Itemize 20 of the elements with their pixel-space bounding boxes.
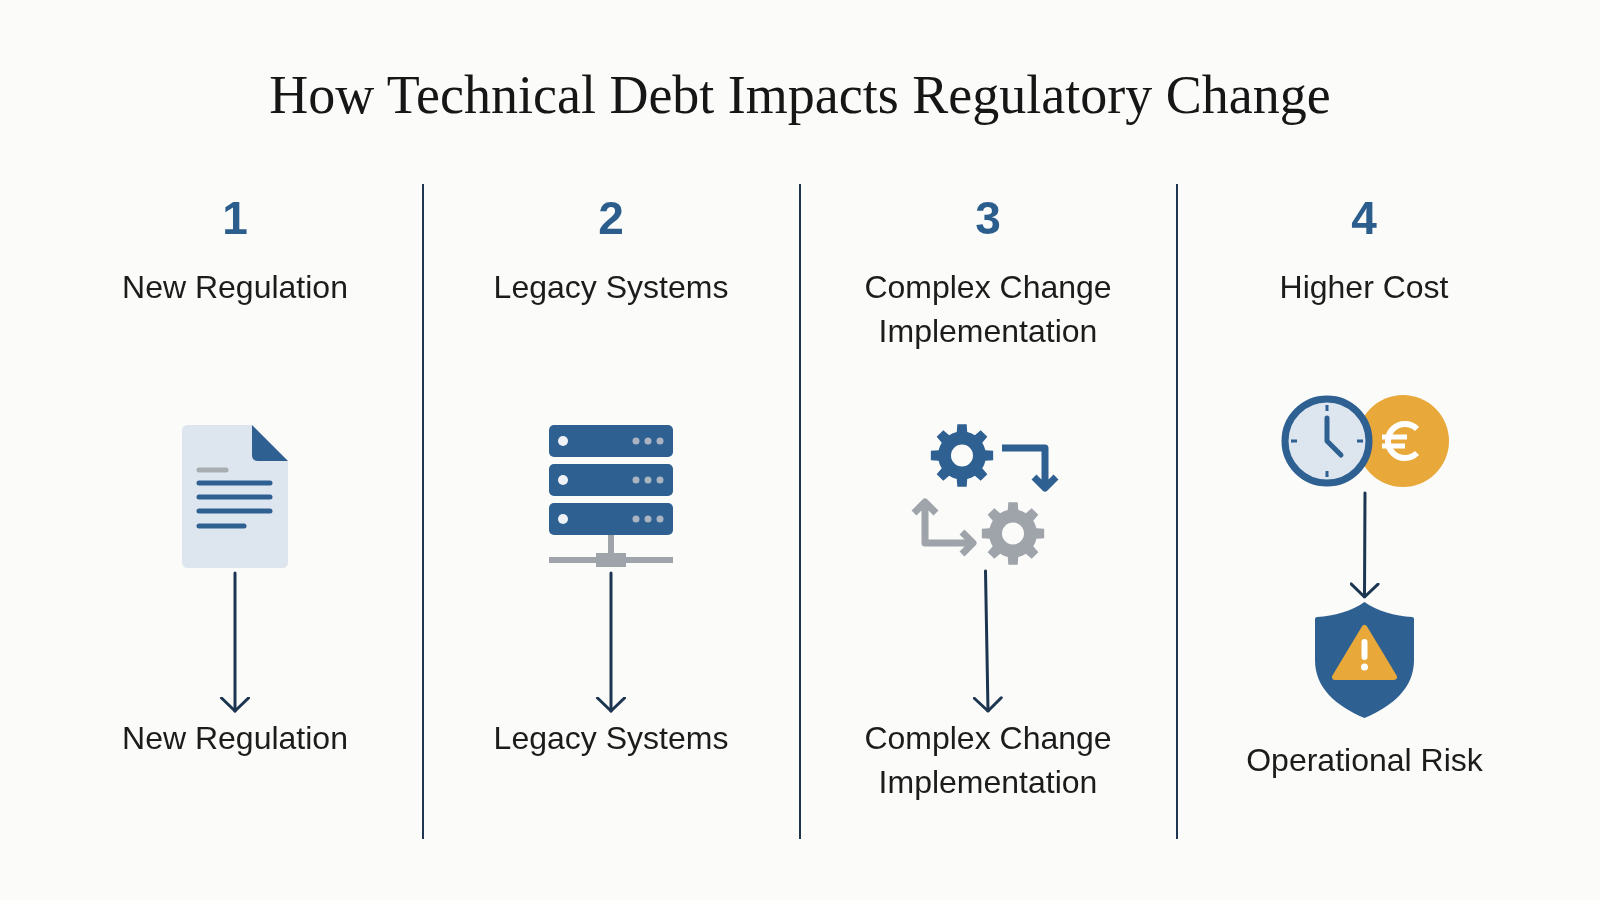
step-heading: New Regulation (122, 268, 348, 307)
step-number: 4 (1351, 193, 1377, 243)
step-number: 3 (975, 193, 1001, 243)
document-icon (182, 425, 288, 568)
arrow (220, 571, 250, 713)
step-heading: Complex Change Implementation (863, 268, 1113, 351)
step-text: New Regulation (122, 716, 348, 760)
gears-icon (911, 424, 1060, 566)
step-heading: Legacy Systems (493, 268, 729, 307)
step-number: 1 (222, 193, 248, 243)
arrow (596, 571, 626, 713)
node-caption: Operational Risk (1246, 741, 1483, 780)
clock-and-coin-icon (1281, 394, 1449, 488)
arrow (972, 569, 1003, 713)
diagram-title: How Technical Debt Impacts Regulatory Change (269, 64, 1331, 127)
step-text: Legacy Systems (493, 716, 729, 760)
server-icon (549, 425, 673, 568)
step-number: 2 (598, 193, 624, 243)
step-heading: Higher Cost (1279, 268, 1449, 307)
step-text: Complex Change Implementation (858, 716, 1118, 804)
